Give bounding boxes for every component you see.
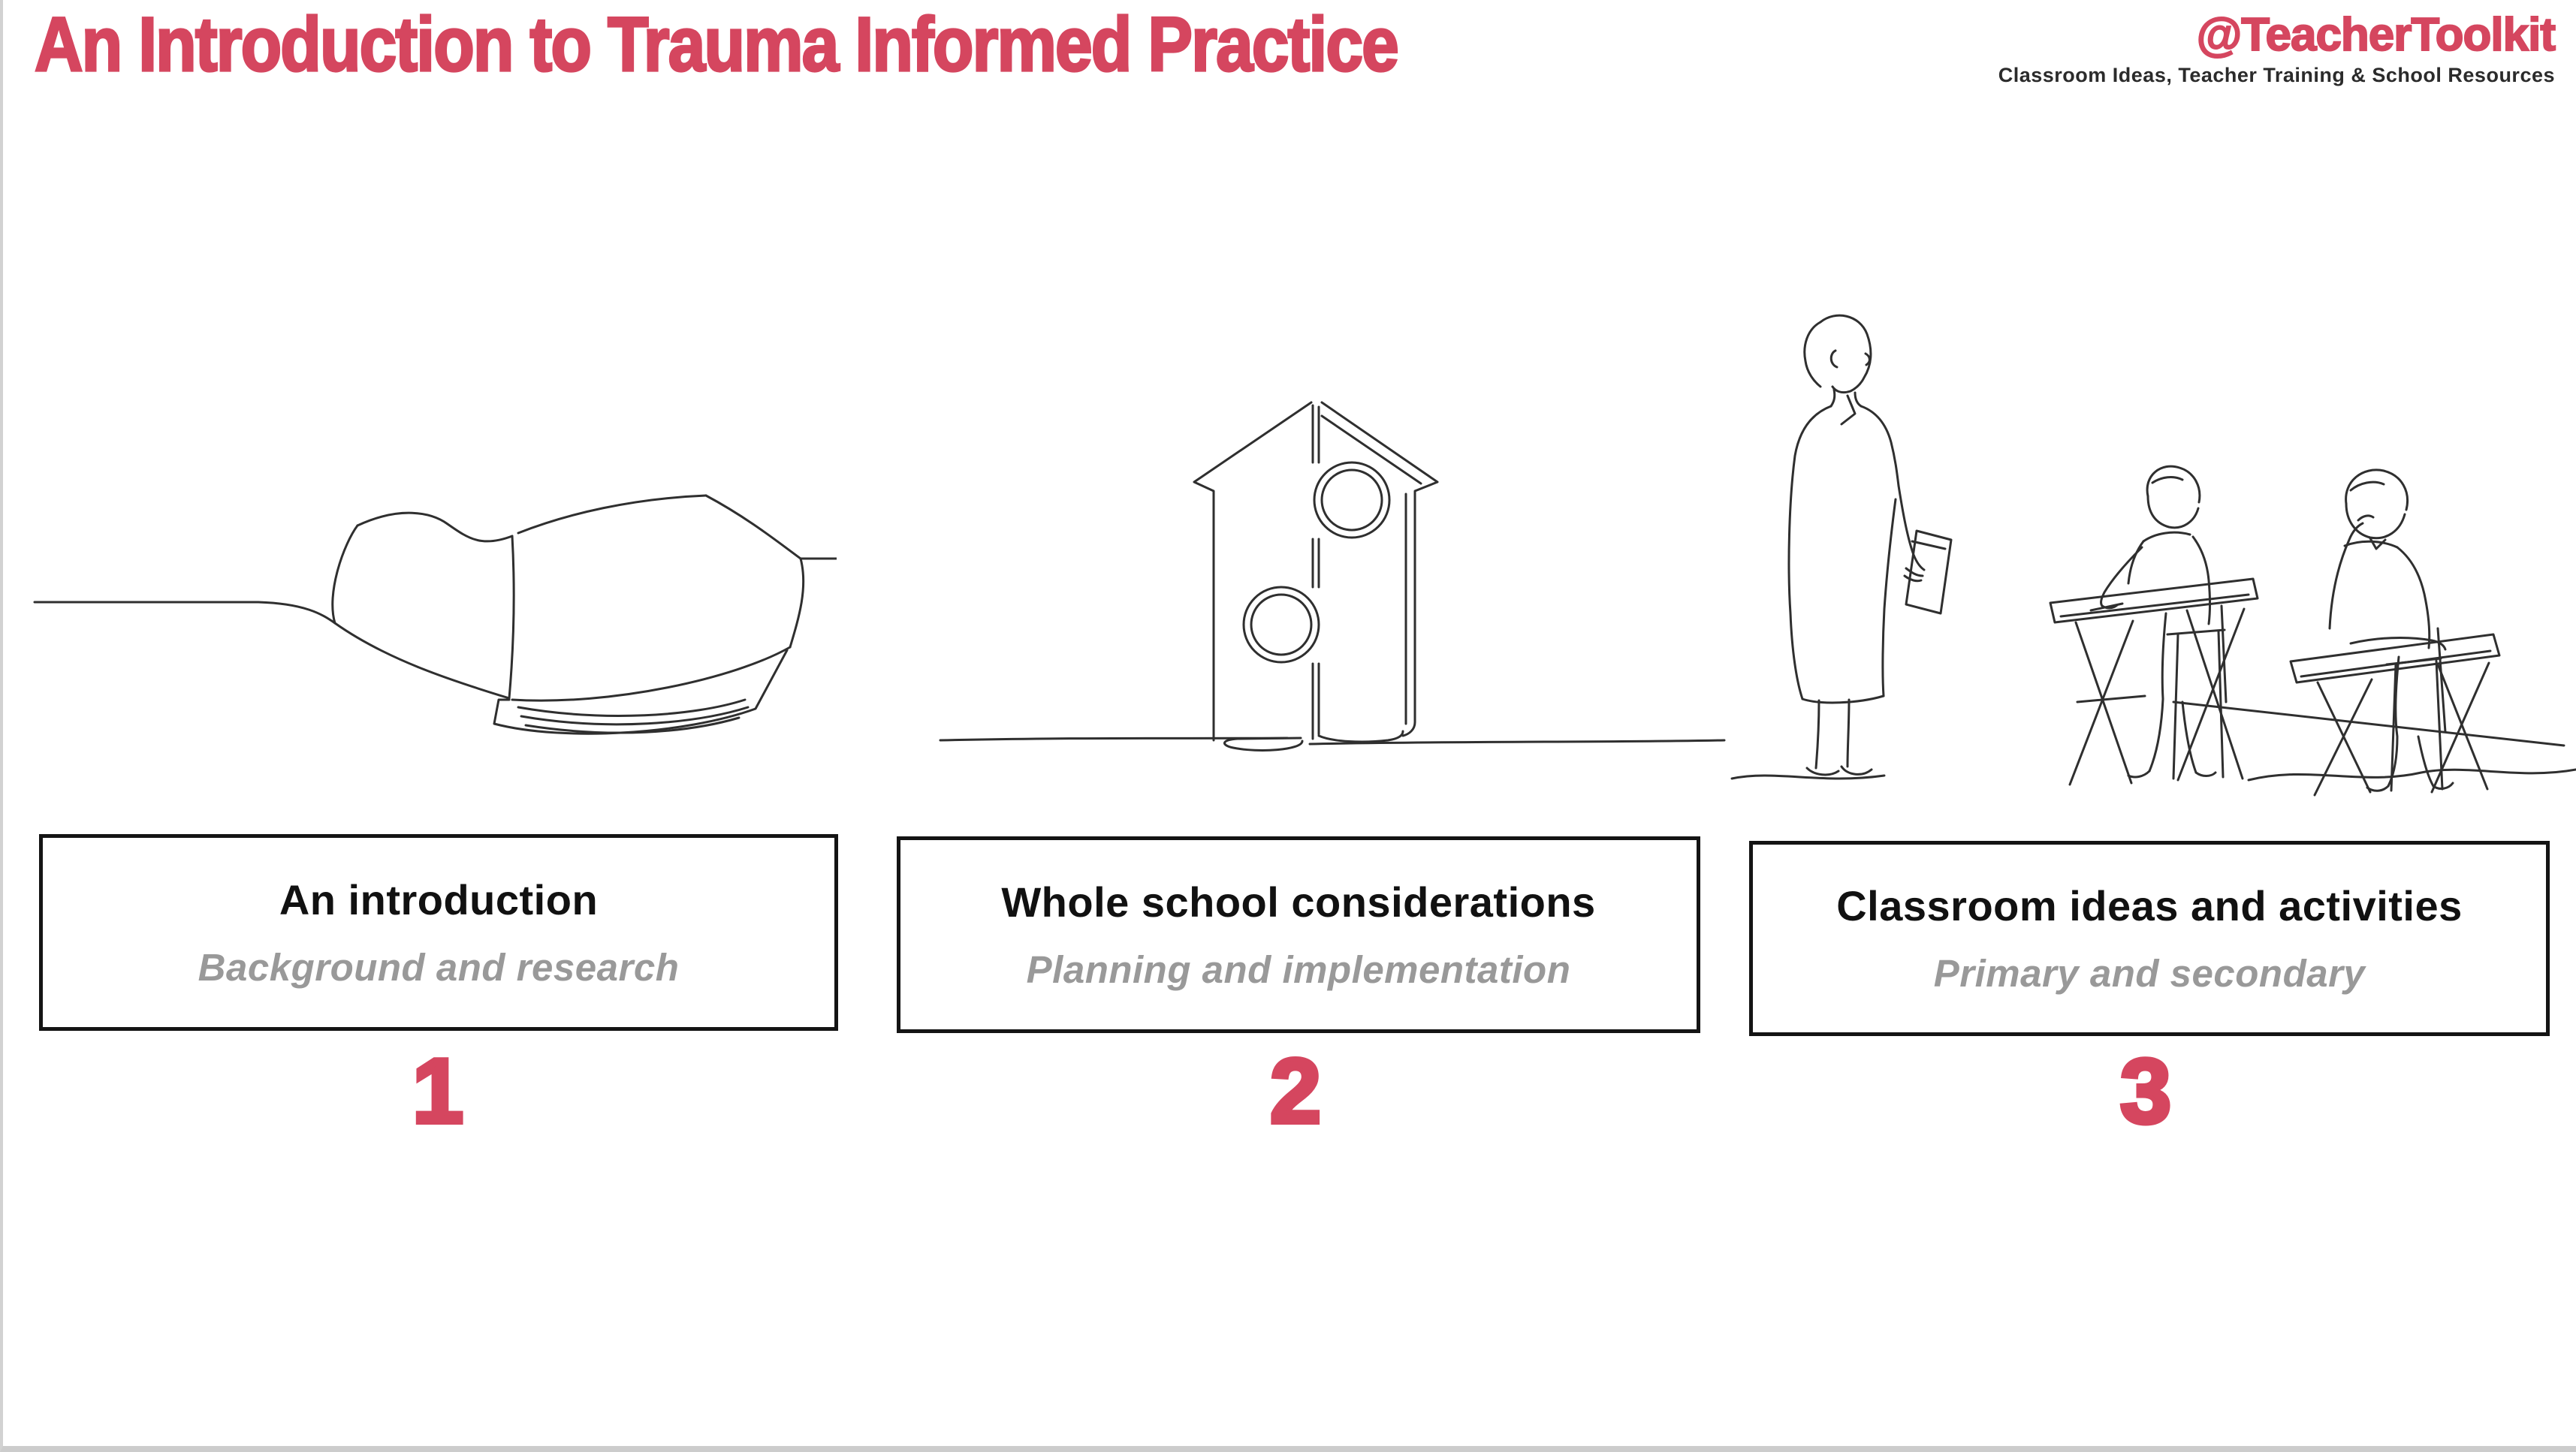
section-card-whole-school: Whole school considerations Planning and… — [897, 836, 1700, 1033]
house-puzzle-illustration-icon — [934, 390, 1730, 766]
brand-tagline: Classroom Ideas, Teacher Training & Scho… — [1998, 64, 2555, 87]
section-subtitle: Primary and secondary — [1933, 952, 2366, 995]
section-subtitle: Background and research — [198, 946, 680, 989]
step-number-1: 1 — [410, 1040, 466, 1142]
open-book-illustration-icon — [26, 480, 837, 743]
section-title: An introduction — [279, 876, 599, 923]
step-number-3: 3 — [2118, 1040, 2173, 1142]
brand-logo: @TeacherToolkit Classroom Ideas, Teacher… — [1998, 9, 2556, 87]
section-card-classroom-ideas: Classroom ideas and activities Primary a… — [1749, 841, 2550, 1036]
teacher-classroom-illustration-icon — [1723, 282, 2576, 800]
section-subtitle: Planning and implementation — [1026, 948, 1571, 991]
section-title: Classroom ideas and activities — [1836, 882, 2463, 929]
section-card-introduction: An introduction Background and research — [39, 834, 838, 1031]
step-number-2: 2 — [1268, 1040, 1323, 1142]
section-title: Whole school considerations — [1001, 878, 1596, 926]
brand-handle: @TeacherToolkit — [2196, 9, 2556, 61]
page-title: An Introduction to Trauma Informed Pract… — [34, 1, 1401, 89]
